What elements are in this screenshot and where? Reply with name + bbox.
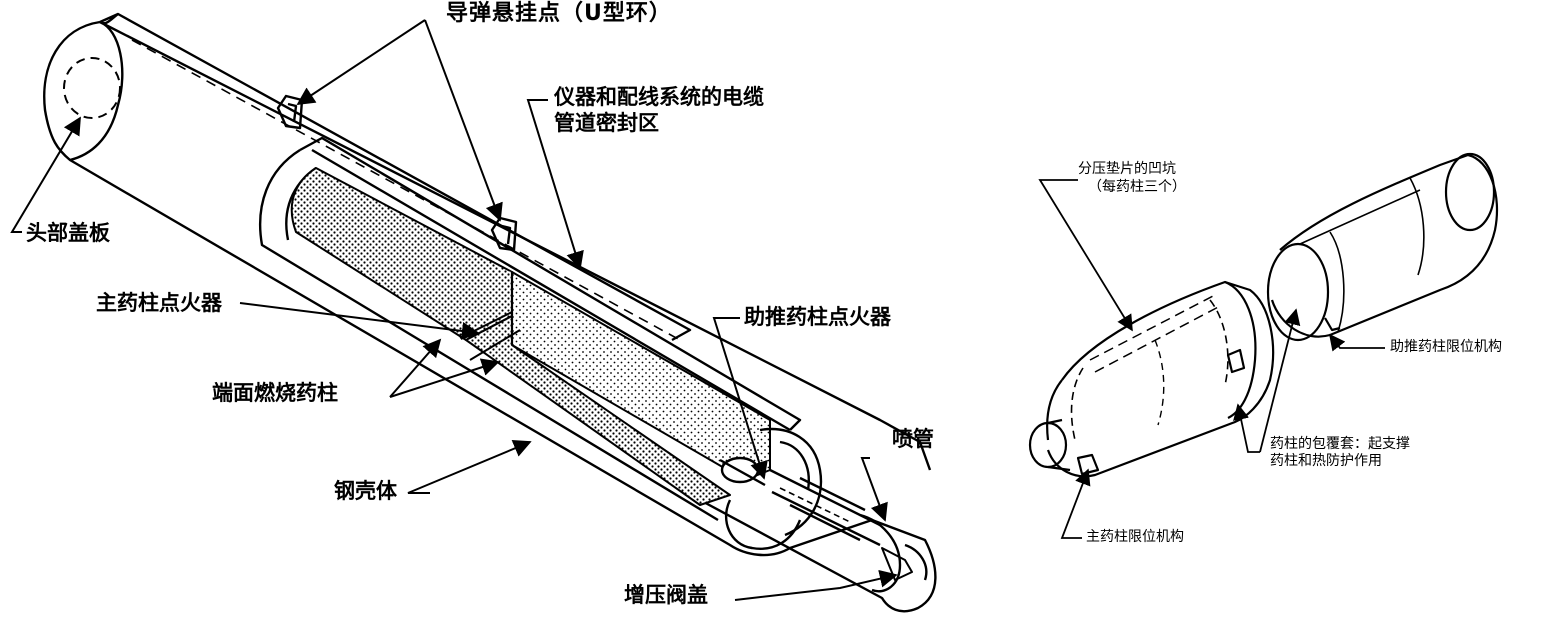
leader-dimple	[1038, 179, 1133, 332]
leader-grain-1	[389, 338, 442, 398]
leader-nozzle	[860, 457, 888, 522]
label-main-retainer: 主药柱限位机构	[1086, 529, 1184, 545]
label-cable-conduit-line1: 仪器和配线系统的电缆	[554, 85, 764, 109]
head-cover-hatch	[63, 57, 121, 119]
leader-booster-igniter	[712, 317, 768, 480]
leader-pressure-closure	[734, 569, 898, 601]
label-head-cover: 头部盖板	[26, 221, 110, 245]
leader-sleeve-1	[1233, 403, 1260, 453]
label-dimple-line2: （每药柱三个）	[1088, 179, 1186, 195]
label-booster-igniter: 助推药柱点火器	[744, 305, 891, 329]
main-grain-cylinder	[1046, 280, 1275, 478]
leader-main-retainer	[1060, 468, 1091, 539]
leader-steel-case	[407, 439, 532, 494]
cable-raceway	[99, 12, 692, 342]
label-cable-conduit-line2: 管道密封区	[554, 111, 659, 135]
leader-booster-retainer	[1329, 333, 1385, 352]
label-pressure-closure: 增压阀盖	[624, 583, 708, 607]
label-end-burning-grain: 端面燃烧药柱	[212, 381, 338, 405]
leader-lines-left	[10, 19, 898, 601]
label-nozzle: 喷管	[892, 427, 934, 451]
leader-cable	[526, 99, 584, 270]
leader-mount-rear	[424, 19, 503, 222]
leader-head-cover	[10, 116, 81, 233]
booster-grain-face	[1266, 242, 1330, 342]
label-main-igniter: 主药柱点火器	[96, 291, 222, 315]
aft-closure	[759, 427, 823, 537]
label-sleeve-line2: 药柱和热防护作用	[1270, 453, 1382, 469]
cutaway-edge	[258, 148, 719, 522]
booster-grain-cylinder	[1270, 153, 1499, 338]
booster-grain-end	[1444, 152, 1496, 232]
u-ring-front	[276, 94, 304, 130]
leader-lines-right	[1038, 179, 1385, 539]
head-cover-dome	[69, 20, 124, 162]
motor-cutaway	[43, 12, 937, 613]
nozzle-body	[769, 468, 881, 547]
exploded-grains	[1028, 152, 1499, 478]
label-steel-case: 钢壳体	[334, 479, 397, 503]
leader-main-igniter	[239, 302, 480, 340]
leader-mount-front	[296, 19, 426, 105]
label-dimple-line1: 分压垫片的凹坑	[1078, 161, 1176, 177]
leader-grain-2	[389, 358, 500, 398]
leader-sleeve-2	[1259, 308, 1301, 453]
label-booster-retainer: 助推药柱限位机构	[1390, 339, 1502, 355]
label-missile-mount: 导弹悬挂点（U型环）	[446, 1, 672, 26]
label-sleeve-line1: 药柱的包覆套：起支撑	[1270, 436, 1410, 452]
